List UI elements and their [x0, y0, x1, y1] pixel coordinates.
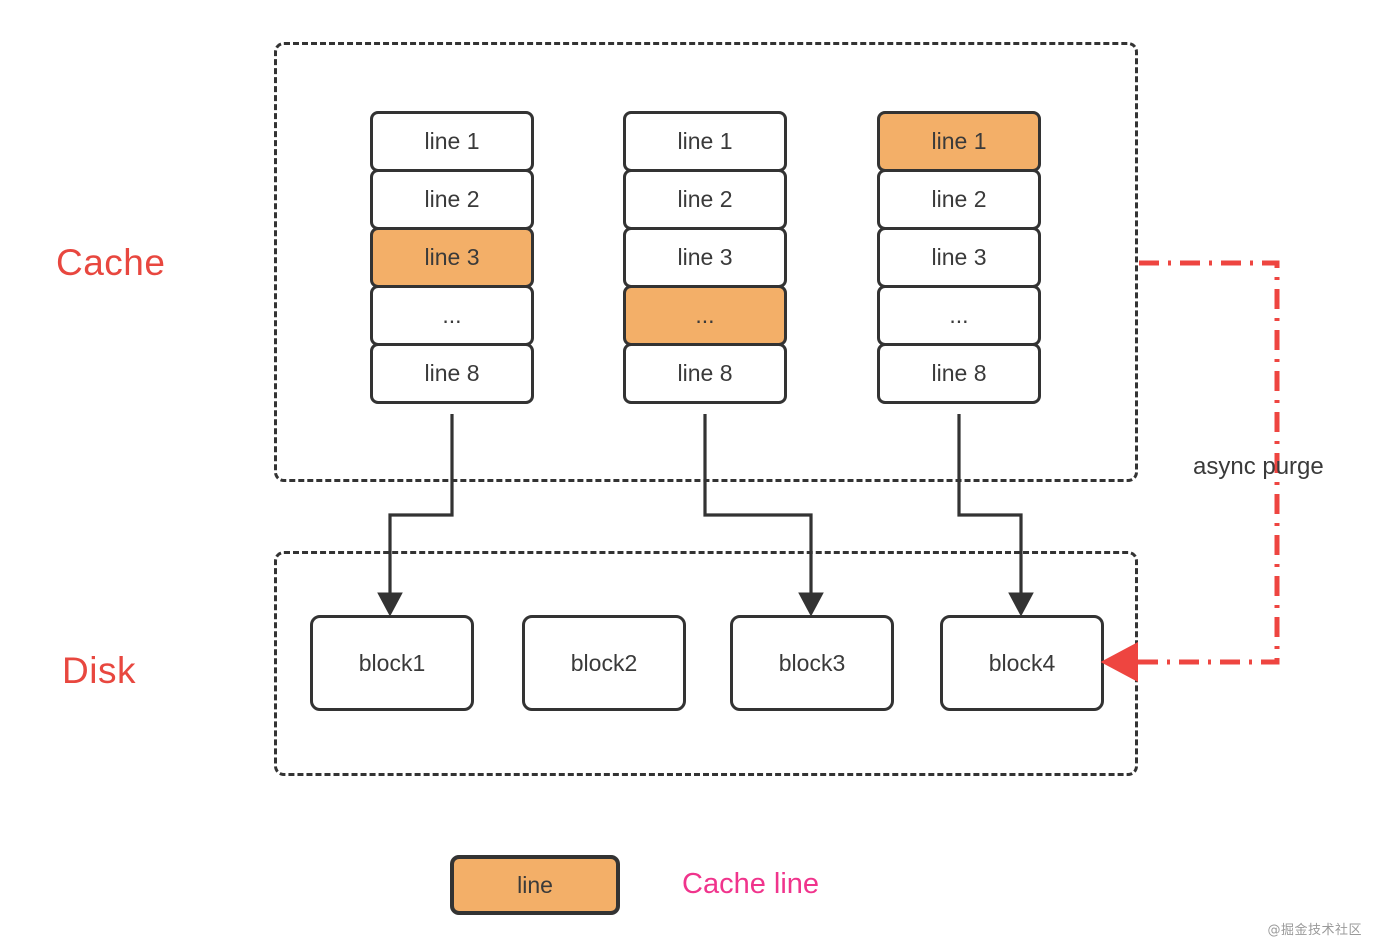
- cache-line-cell-highlighted[interactable]: line 3: [370, 227, 534, 288]
- disk-block[interactable]: block3: [730, 615, 894, 711]
- cache-column-1: line 1 line 2 line 3 ... line 8: [370, 111, 534, 404]
- cache-column-2: line 1 line 2 line 3 ... line 8: [623, 111, 787, 404]
- cache-line-cell[interactable]: line 2: [623, 169, 787, 230]
- cache-line-cell-highlighted[interactable]: line 1: [877, 111, 1041, 172]
- cache-region-label: Cache: [56, 242, 166, 283]
- watermark: @掘金技术社区: [1267, 923, 1362, 938]
- cache-line-cell[interactable]: line 1: [370, 111, 534, 172]
- legend-swatch-cache-line: line: [450, 855, 620, 915]
- cache-line-cell[interactable]: ...: [370, 285, 534, 346]
- disk-block[interactable]: block2: [522, 615, 686, 711]
- cache-line-cell[interactable]: line 3: [877, 227, 1041, 288]
- disk-block[interactable]: block4: [940, 615, 1104, 711]
- cache-line-cell[interactable]: line 2: [370, 169, 534, 230]
- cache-line-cell-highlighted[interactable]: ...: [623, 285, 787, 346]
- cache-line-cell[interactable]: line 8: [623, 343, 787, 404]
- cache-line-cell[interactable]: line 3: [623, 227, 787, 288]
- cache-line-cell[interactable]: line 1: [623, 111, 787, 172]
- cache-line-cell[interactable]: line 8: [877, 343, 1041, 404]
- disk-region-label: Disk: [62, 650, 136, 691]
- cache-line-cell[interactable]: ...: [877, 285, 1041, 346]
- async-purge-label: async purge: [1193, 453, 1324, 480]
- disk-block[interactable]: block1: [310, 615, 474, 711]
- cache-line-cell[interactable]: line 8: [370, 343, 534, 404]
- cache-column-3: line 1 line 2 line 3 ... line 8: [877, 111, 1041, 404]
- legend-description: Cache line: [682, 868, 820, 900]
- cache-line-cell[interactable]: line 2: [877, 169, 1041, 230]
